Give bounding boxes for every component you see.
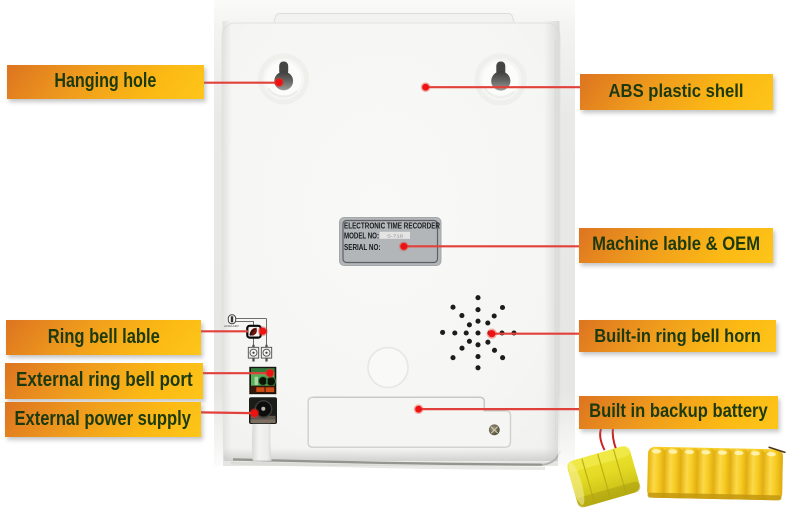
svg-text:MODEL NO:: MODEL NO:: [344, 232, 379, 241]
svg-text:SERIAL NO:: SERIAL NO:: [344, 243, 381, 252]
svg-text:ELECTRONIC TIME RECORDER: ELECTRONIC TIME RECORDER: [344, 221, 440, 230]
svg-text:S-718: S-718: [387, 234, 403, 240]
svg-text:AC110-240V: AC110-240V: [224, 324, 239, 328]
